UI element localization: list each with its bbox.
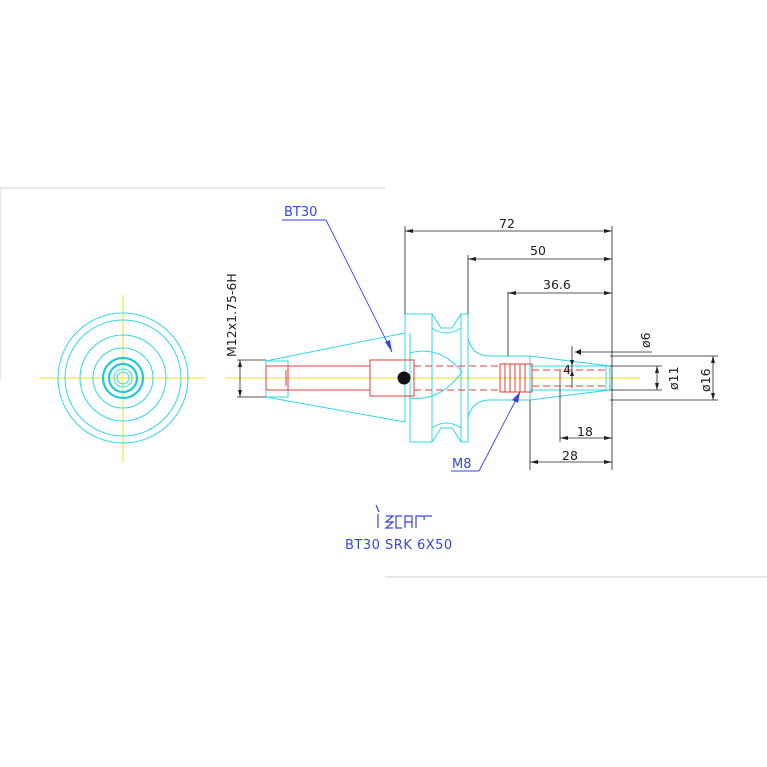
- dim-nose-dia: ø16: [698, 368, 713, 392]
- label-m8: M8: [452, 457, 472, 472]
- sheet-border: [0, 187, 767, 578]
- dim-mid-dia: ø11: [666, 366, 681, 390]
- dim-bore-depth: 18: [577, 424, 593, 439]
- dim-clamp-length: 28: [562, 448, 578, 463]
- brand-logo: iscar: [375, 504, 432, 529]
- label-bt30: BT30: [284, 205, 317, 220]
- dim-step: 4: [563, 362, 571, 377]
- dim-drawbar-thread: M12x1.75-6H: [224, 273, 239, 357]
- dimensions: [237, 226, 718, 470]
- dim-shank-length: 36.6: [543, 277, 571, 292]
- dim-overall-length: 72: [499, 216, 515, 231]
- drawing-title: BT30 SRK 6X50: [345, 538, 453, 553]
- end-view: [40, 295, 205, 462]
- annotations: [282, 219, 521, 472]
- dim-gauge-length: 50: [530, 243, 546, 258]
- side-view: [225, 313, 640, 443]
- dim-bore-dia: ø6: [638, 332, 653, 348]
